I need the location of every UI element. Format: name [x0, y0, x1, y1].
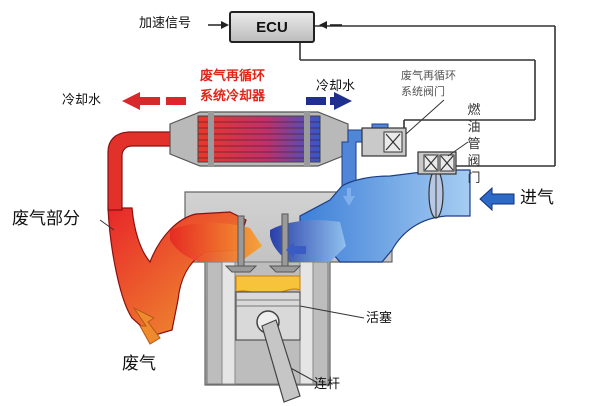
coolant-in-arrows	[306, 92, 352, 110]
ecu-wiring	[299, 25, 556, 167]
ecu-box: ECU	[229, 11, 315, 43]
engine-valves	[224, 213, 302, 273]
fuel-pipe-valve-label: 燃 油 管 阀 门	[467, 102, 481, 187]
coolant-right-label: 冷却水	[316, 79, 356, 94]
egr-cooler	[169, 111, 349, 167]
fuel-valve-char: 门	[467, 171, 481, 186]
piston-label: 活塞	[366, 311, 393, 326]
egr-cooler-label-line2: 系统冷却器	[200, 89, 266, 104]
intake-label: 进气	[520, 188, 554, 208]
exhaust-out-arrow	[132, 306, 161, 345]
egr-valve-label-line2: 系统阀门	[401, 85, 445, 98]
accel-signal-label: 加速信号	[139, 16, 192, 31]
intake-port-arrow	[286, 242, 306, 258]
egr-valve	[361, 127, 407, 157]
connecting-rod	[261, 319, 301, 403]
coolant-out-arrows	[122, 92, 186, 110]
fuel-valve-char: 阀	[467, 154, 481, 169]
fuel-valve-char: 燃	[467, 103, 481, 118]
fuel-pipe-valve	[417, 151, 457, 175]
leader-lines	[99, 99, 469, 383]
exhaust-part-label: 废气部分	[12, 209, 80, 229]
connecting-rod-label: 连杆	[314, 377, 341, 392]
intake-arrow	[479, 186, 515, 212]
coolant-left-label: 冷却水	[62, 93, 102, 108]
fuel-valve-char: 油	[467, 120, 481, 135]
ecu-input-arrows	[208, 21, 342, 29]
egr-valve-label-line1: 废气再循环	[401, 69, 456, 82]
fuel-valve-char: 管	[467, 137, 481, 152]
egr-down-arrow	[343, 188, 355, 206]
exhaust-label: 废气	[122, 354, 156, 374]
throttle-plate	[428, 169, 444, 219]
egr-cooler-label-line1: 废气再循环	[200, 69, 266, 84]
ecu-label: ECU	[256, 18, 288, 36]
